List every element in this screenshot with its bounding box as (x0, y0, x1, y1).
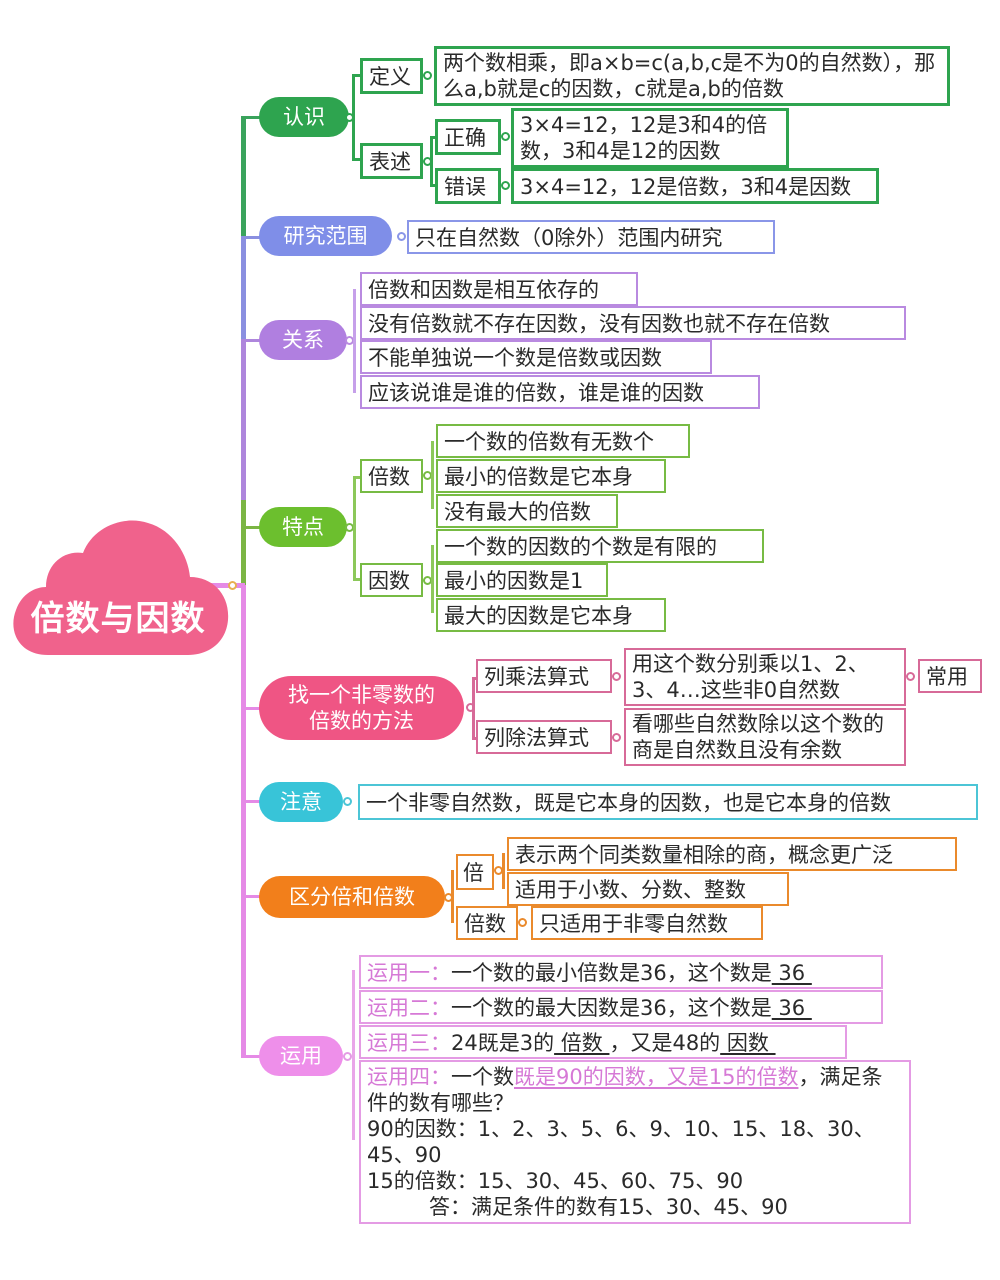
yunyong-four-text-a: 一个数 (451, 1065, 514, 1089)
node-tedian[interactable]: 特点 (259, 507, 347, 547)
node-zhuyi-dot (343, 797, 352, 806)
root-connector-dot (228, 581, 237, 590)
yunyong-four-multiples: 15的倍数：15、30、45、60、75、90 (367, 1169, 744, 1193)
node-chu-dot (612, 733, 621, 742)
stub-fangfa (241, 707, 261, 710)
node-biaoshu[interactable]: 表述 (360, 143, 423, 179)
node-zhengque[interactable]: 正确 (435, 119, 501, 155)
yunyong-three-text-b: ，又是48的 (609, 1031, 721, 1055)
node-bei[interactable]: 倍 (456, 854, 494, 890)
yunyong-four-text-b: ，满足条件的数有哪些？ (367, 1065, 883, 1115)
root-connector (210, 583, 245, 588)
cheng-text: 用这个数分别乘以1、2、3、4…这些非0自然数 (624, 648, 906, 706)
tedian-bracket (353, 476, 356, 580)
trunk-pink (241, 585, 246, 1057)
stub-renshi (241, 116, 261, 119)
root-title: 倍数与因数 (30, 599, 206, 639)
node-fangfa-label: 找一个非零数的倍数的方法 (288, 682, 435, 733)
yunyong-four: 运用四：一个数既是90的因数，又是15的倍数，满足条件的数有哪些？ 90的因数：… (359, 1060, 911, 1224)
yunyong-two-text: 一个数的最大因数是36，这个数是 (451, 996, 772, 1020)
stub-fanwei (241, 236, 261, 239)
yunyong-four-factors: 90的因数：1、2、3、5、6、9、10、15、18、30、45、90 (367, 1117, 875, 1167)
node-zhuyi[interactable]: 注意 (259, 782, 343, 822)
chu-text: 看哪些自然数除以这个数的商是自然数且没有余数 (624, 708, 906, 766)
tedian-yinshu-item-1: 一个数的因数的个数是有限的 (436, 529, 764, 563)
yunyong-four-prefix: 运用四： (367, 1065, 451, 1089)
tedian-yinshu-item-3: 最大的因数是它本身 (436, 598, 666, 632)
trunk-green (241, 116, 246, 236)
cloud-shape-icon (13, 520, 229, 655)
zhengque-text: 3×4=12，12是3和4的倍数，3和4是12的因数 (511, 108, 789, 168)
trunk-lgreen (241, 500, 246, 585)
guanxi-item-3: 不能单独说一个数是倍数或因数 (360, 340, 712, 374)
yunyong-three: 运用三：24既是3的 倍数 ，又是48的 因数 (359, 1025, 847, 1059)
qufen-beishu-text: 只适用于非零自然数 (531, 906, 763, 940)
trunk-purple (241, 340, 246, 500)
bei-item-2: 适用于小数、分数、整数 (507, 872, 789, 906)
node-guanxi[interactable]: 关系 (259, 320, 347, 360)
stub-guanxi (241, 339, 261, 342)
yunyong-one-text: 一个数的最小倍数是36，这个数是 (451, 961, 772, 985)
biaoshu-bracket (430, 136, 433, 186)
stub-tedian (241, 526, 261, 529)
trunk-blue (241, 236, 246, 340)
guanxi-item-4: 应该说谁是谁的倍数，谁是谁的因数 (360, 375, 760, 409)
yunyong-one-prefix: 运用一： (367, 961, 451, 985)
node-dingyi-dot (423, 71, 432, 80)
node-fanwei[interactable]: 研究范围 (259, 216, 392, 256)
node-zhengque-dot (501, 132, 510, 141)
cuowu-text: 3×4=12，12是倍数，3和4是因数 (511, 168, 879, 204)
node-yunyong-dot (343, 1052, 352, 1061)
bei-item-1: 表示两个同类数量相除的商，概念更广泛 (507, 837, 957, 871)
stub-zhuyi (241, 800, 261, 803)
node-qufen[interactable]: 区分倍和倍数 (259, 876, 445, 918)
node-cheng[interactable]: 列乘法算式 (476, 659, 612, 693)
yunyong-four-highlight: 既是90的因数，又是15的倍数 (514, 1065, 799, 1089)
node-yunyong[interactable]: 运用 (259, 1036, 343, 1076)
guanxi-item-1: 倍数和因数是相互依存的 (360, 272, 638, 306)
node-cheng-dot (612, 672, 621, 681)
node-qufen-beishu-dot (518, 918, 527, 927)
stub-yunyong (241, 1055, 261, 1058)
qufen-bracket (451, 870, 454, 923)
node-renshi[interactable]: 认识 (259, 97, 349, 137)
cheng-tag: 常用 (918, 659, 982, 693)
yunyong-bracket (352, 970, 355, 1140)
yunyong-three-prefix: 运用三： (367, 1031, 451, 1055)
node-fanwei-dot (397, 232, 406, 241)
tedian-beishu-item-3: 没有最大的倍数 (436, 494, 618, 528)
renshi-bracket (352, 74, 355, 160)
node-qufen-beishu[interactable]: 倍数 (456, 906, 518, 940)
yunyong-four-answer: 答：满足条件的数有15、30、45、90 (429, 1195, 788, 1219)
guanxi-item-2: 没有倍数就不存在因数，没有因数也就不存在倍数 (360, 306, 906, 340)
yunyong-two: 运用二：一个数的最大因数是36，这个数是 36 (359, 990, 883, 1024)
dingyi-text: 两个数相乘，即a×b=c(a,b,c是不为0的自然数），那么a,b就是c的因数，… (434, 46, 950, 106)
yunyong-three-answer-a: 倍数 (554, 1031, 610, 1055)
tedian-beishu-item-1: 一个数的倍数有无数个 (436, 424, 690, 458)
root-cloud[interactable]: 倍数与因数 (8, 515, 233, 660)
fanwei-text: 只在自然数（0除外）范围内研究 (407, 220, 775, 254)
yunyong-one-answer: 36 (771, 961, 812, 985)
yunyong-four-question: 运用四：一个数既是90的因数，又是15的倍数，满足条件的数有哪些？ (367, 1064, 903, 1116)
tedian-beishu-item-2: 最小的倍数是它本身 (436, 459, 666, 493)
fangfa-bracket (472, 677, 475, 739)
yunyong-three-answer-b: 因数 (720, 1031, 776, 1055)
stub-qufen (241, 895, 261, 898)
node-chu[interactable]: 列除法算式 (476, 720, 612, 754)
cheng-tag-dot (906, 672, 915, 681)
tedian-yinshu-item-2: 最小的因数是1 (436, 563, 608, 597)
yunyong-three-text-a: 24既是3的 (451, 1031, 555, 1055)
node-dingyi[interactable]: 定义 (360, 58, 423, 94)
node-tedian-yinshu[interactable]: 因数 (360, 563, 423, 597)
zhuyi-text: 一个非零自然数，既是它本身的因数，也是它本身的倍数 (358, 784, 978, 820)
node-fangfa[interactable]: 找一个非零数的倍数的方法 (259, 676, 464, 740)
yunyong-two-answer: 36 (771, 996, 812, 1020)
node-cuowu[interactable]: 错误 (435, 168, 501, 204)
yunyong-two-prefix: 运用二： (367, 996, 451, 1020)
node-tedian-beishu[interactable]: 倍数 (360, 459, 423, 493)
guanxi-bracket (353, 289, 356, 393)
node-cuowu-dot (501, 181, 510, 190)
yunyong-one: 运用一：一个数的最小倍数是36，这个数是 36 (359, 955, 883, 989)
